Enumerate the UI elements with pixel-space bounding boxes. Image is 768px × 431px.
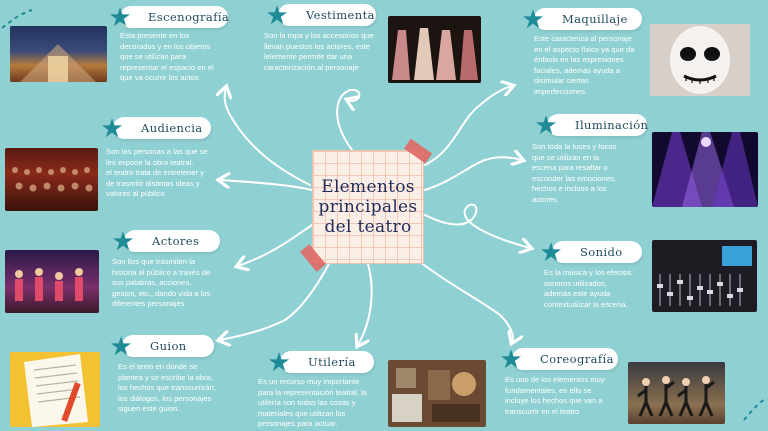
guion-label: Guion [150,339,187,353]
star-icon: ★ [111,226,135,256]
iluminacion-photo [652,132,758,207]
coreografia-description: Es uno de los elementos muy fundamentale… [505,375,605,416]
actores-description: Son llos que trasmiten la historia al pú… [112,257,211,309]
star-icon: ★ [499,344,523,374]
vestimenta-photo [388,16,481,83]
star-icon: ★ [267,347,291,377]
utileria-photo [388,360,486,427]
iluminacion-description: Son toda la luces y focos que se utiliza… [532,142,617,204]
audiencia-photo [5,148,98,211]
utileria-label: Utilería [308,355,356,369]
vestimenta-description: Son la ropa y los accesorios que llevan … [264,31,374,72]
guion-photo [10,352,100,427]
star-icon: ★ [521,4,545,34]
star-icon: ★ [265,0,289,30]
arrow-audiencia [220,180,313,191]
arrow-guion [220,261,331,340]
escenografia-label: Escenografía [148,10,230,24]
vestimenta-label: Vestimenta [306,8,375,22]
utileria-description: Es un recurso muy importante para la rep… [258,377,367,429]
audiencia-pill: Audiencia [113,117,211,139]
iluminacion-pill: Iluminación [547,114,649,136]
guion-description: Es el texto en donde se plantea y se esc… [118,362,216,414]
arrow-utileria [358,263,373,345]
arrow-actores [238,224,313,266]
sonido-label: Sonido [580,245,623,259]
star-icon: ★ [534,110,558,140]
coreografia-pill: Coreografía [512,348,618,370]
sonido-description: Es la música y los efectos sonoros utili… [544,268,632,309]
coreografia-photo [628,362,725,424]
star-icon: ★ [109,331,133,361]
audiencia-label: Audiencia [141,121,203,135]
star-icon: ★ [539,237,563,267]
star-icon: ★ [100,113,124,143]
escenografia-photo [10,26,107,82]
maquillaje-label: Maquillaje [562,12,628,26]
sonido-photo [652,240,757,312]
arrow-coreografia [419,261,513,342]
arrow-iluminacion [424,157,522,191]
actores-label: Actores [152,234,200,248]
escenografia-pill: Escenografía [120,6,230,28]
maquillaje-photo [650,24,750,96]
vestimenta-pill: Vestimenta [278,4,376,26]
corner-curl-bottom-right [743,397,767,421]
central-title-card: Elementos principales del teatro [312,150,424,264]
sonido-pill: Sonido [552,241,642,263]
actores-pill: Actores [124,230,220,252]
utileria-pill: Utilería [280,351,374,373]
guion-pill: Guion [122,335,214,357]
iluminacion-label: Iluminación [575,118,649,132]
actores-photo [5,250,99,313]
maquillaje-pill: Maquillaje [534,8,642,30]
arrow-vestimenta [336,88,359,151]
maquillaje-description: Este caracteriza al personaje en el aspe… [534,34,635,96]
audiencia-description: Son las personas a las que se les expone… [106,147,208,199]
arrow-sonido [424,203,530,248]
coreografia-label: Coreografía [540,352,614,366]
central-title: Elementos principales del teatro [318,177,418,237]
arrow-escenografia [225,88,311,186]
star-icon: ★ [108,2,132,32]
escenografia-description: Esta presente en los decorados y en los … [120,31,214,83]
arrow-maquillaje [424,86,512,166]
